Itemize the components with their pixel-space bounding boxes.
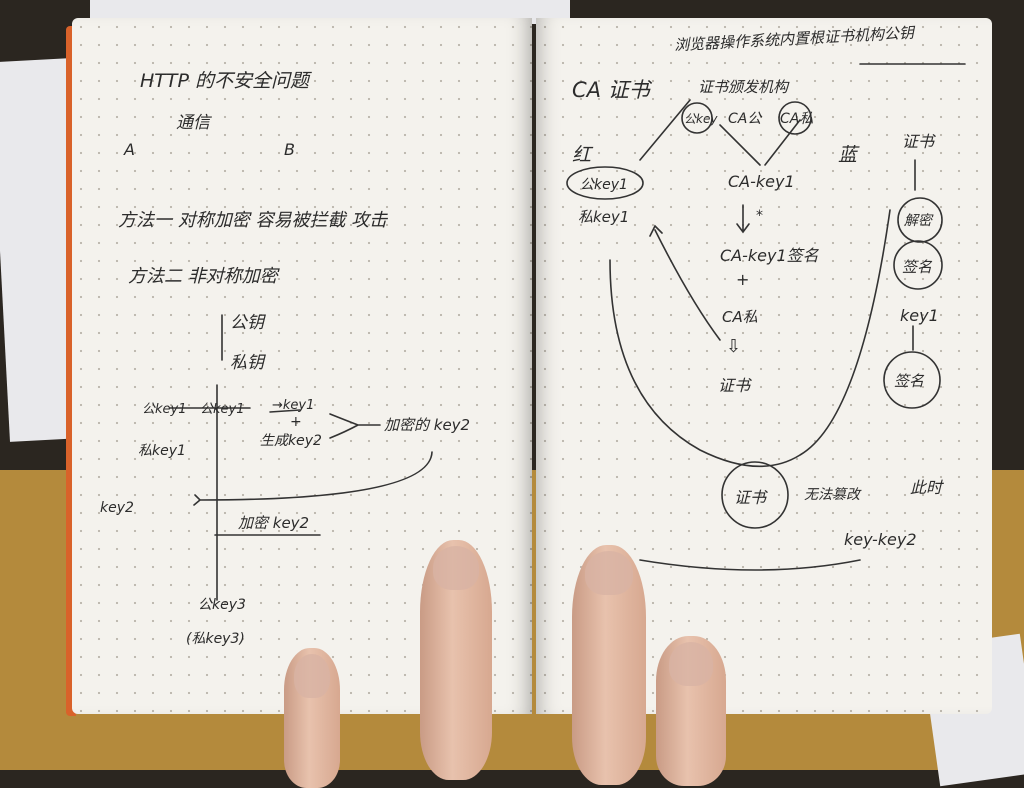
ink-drawing (169, 63, 966, 601)
private-key-label: 私钥 (230, 353, 264, 373)
notebook-cover (66, 26, 76, 716)
party-a-label: A (124, 140, 135, 159)
pub-key1-b: 公key1 (200, 402, 245, 417)
blue-key1-label: key1 (900, 306, 939, 325)
ca-pub-circled: 公key (684, 112, 718, 126)
subtitle: 通信 (176, 113, 210, 133)
notebook (66, 10, 1000, 722)
method-two: 方法二 非对称加密 (128, 266, 278, 287)
ca-cert-title: CA 证书 (572, 78, 650, 102)
public-key-label: 公钥 (230, 313, 264, 333)
encrypt-key2-label: 加密 key2 (238, 514, 310, 532)
ca-key1-sign-label: CA-key1签名 (720, 246, 819, 265)
arrow-key1-label: →key1 (272, 398, 315, 413)
red-priv-key1: 私key1 (578, 208, 630, 226)
blue-cert-label: 证书 (902, 132, 935, 151)
big-u-curve (609, 209, 891, 468)
red-label: 红 (572, 144, 592, 166)
finger (656, 636, 726, 786)
pub-key1-a: 公key1 (142, 402, 187, 417)
return-line (639, 559, 861, 571)
merge-arrow (329, 413, 381, 439)
gen-key2-label: 生成key2 (260, 433, 322, 449)
finger (284, 648, 340, 788)
plus-sign: + (290, 414, 302, 430)
arrow-to-key1 (269, 409, 301, 413)
priv-key3-label: (私key3) (186, 631, 245, 647)
key-key2-label: key-key2 (844, 530, 917, 549)
cert-circled-label: 证书 (734, 488, 767, 507)
circle-mark (681, 102, 713, 134)
method-one: 方法一 对称加密 容易被拦截 攻击 (118, 210, 388, 231)
return-arrow (193, 451, 433, 506)
cert-issuer-label: 证书颁发机构 (698, 78, 789, 96)
key2-label: key2 (100, 500, 134, 516)
finger (420, 540, 492, 780)
arrow-to-red (649, 224, 721, 341)
blue-step-decrypt: 解密 (904, 213, 932, 229)
down-arrow: ⇩ (726, 336, 742, 357)
arrow-down (736, 204, 750, 234)
ca-priv-circled: CA私 (780, 111, 814, 127)
page-title: HTTP 的不安全问题 (140, 70, 309, 92)
priv-key1-label: 私key1 (138, 443, 186, 459)
at-this-time-label: 此时 (910, 478, 943, 497)
pub-key3-label: 公key3 (198, 597, 246, 613)
arrow-to-issuer (639, 99, 691, 161)
lines-to-ca-key1 (719, 119, 801, 166)
party-b-label: B (284, 140, 295, 159)
ca-priv-label: CA私 (722, 308, 758, 326)
cert-label: 证书 (718, 376, 751, 395)
circle-mark (778, 101, 812, 135)
no-tamper-label: 无法篡改 (804, 487, 860, 503)
circle-mark (566, 166, 644, 200)
blue-label: 蓝 (838, 144, 858, 166)
circle-mark (897, 197, 943, 243)
blue-step-sign-2: 签名 (894, 372, 925, 390)
ca-pub-label: CA公 (728, 111, 762, 127)
circle-mark (721, 461, 789, 529)
ca-key1-label: CA-key1 (728, 172, 795, 191)
circle-mark (883, 351, 941, 409)
star-mark: * (756, 208, 763, 224)
plus-sign: + (736, 270, 750, 289)
blue-step-sign: 签名 (902, 258, 933, 276)
circle-mark (893, 240, 943, 290)
finger (572, 545, 646, 785)
encrypted-key2-label: 加密的 key2 (384, 416, 471, 434)
red-pub-key1: 公key1 (580, 177, 628, 193)
